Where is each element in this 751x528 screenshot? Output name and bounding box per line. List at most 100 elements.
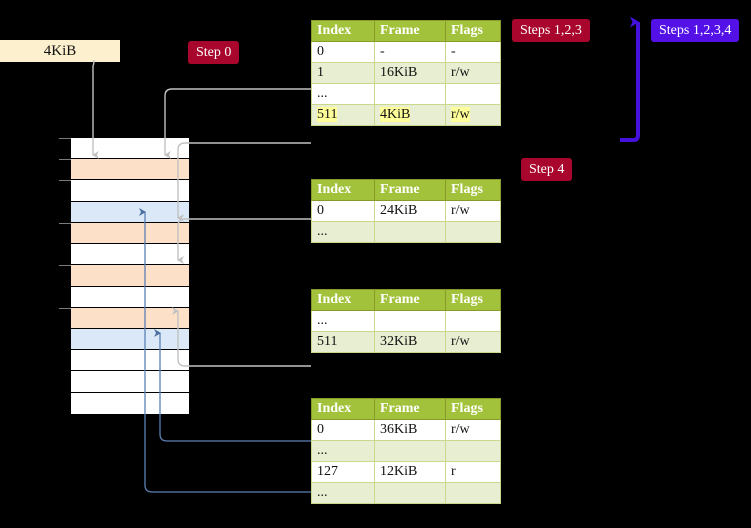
table-row: ... [311,440,501,462]
highlighted-value: 511 [317,107,338,122]
memory-frame-row [59,180,189,202]
memory-frame-tick [59,307,71,309]
column-header-flags: Flags [445,398,501,420]
table-cell [374,83,446,105]
step-4-badge: Step 4 [521,158,573,181]
table-row: ... [311,482,501,504]
arrow-t3-32kib-to-memory [172,307,311,367]
column-header-index: Index [311,20,375,42]
table-row: 511 4KiB r/w [311,104,501,126]
column-header-frame: Frame [374,179,446,201]
column-header-flags: Flags [445,20,501,42]
memory-frame-tick [59,180,71,182]
table-cell: 12KiB [374,461,446,483]
table-cell: ... [311,221,375,243]
table-cell: ... [311,482,375,504]
memory-frame-row [71,244,189,266]
table-cell: r/w [445,104,501,126]
table-cell [445,310,501,332]
table-cell: 0 [311,41,375,63]
steps-1234-badge: Steps 1,2,3,4 [651,19,740,42]
memory-frame-row [71,201,189,223]
table-cell [445,221,501,243]
column-header-flags: Flags [445,289,501,311]
column-header-index: Index [311,289,375,311]
memory-frame-row [71,392,189,414]
frame-size-label: 4KiB [0,40,120,62]
table-cell [374,221,446,243]
table-cell [374,482,446,504]
step-0-badge: Step 0 [188,41,240,64]
physical-memory-column [59,137,190,414]
arrow-t2-24kib-to-memory [177,218,311,264]
table-cell: 511 [311,331,375,353]
table-cell: r [445,461,501,483]
table-cell: 511 [311,104,375,126]
column-header-flags: Flags [445,179,501,201]
table-cell: 36KiB [374,419,446,441]
column-header-index: Index [311,179,375,201]
table-cell: ... [311,310,375,332]
memory-frame-row [59,307,189,329]
memory-frame-row [59,138,189,160]
memory-frame-row [71,350,189,372]
table-cell: 127 [311,461,375,483]
table-row: ... [311,221,501,243]
table-cell: 0 [311,200,375,222]
memory-frame-tick [59,138,71,139]
memory-frame-row [71,371,189,393]
table-cell: r/w [445,331,501,353]
table-cell [445,83,501,105]
arrow-t1-4kib-to-memory [177,142,311,222]
memory-frame-tick [59,159,71,161]
table-cell: ... [311,440,375,462]
column-header-frame: Frame [374,289,446,311]
table-cell: 1 [311,62,375,84]
table-cell: r/w [445,62,501,84]
table-cell: r/w [445,419,501,441]
table-cell: 24KiB [374,200,446,222]
table-cell: 16KiB [374,62,446,84]
table-cell [445,440,501,462]
table-cell: 32KiB [374,331,446,353]
highlighted-value: r/w [451,107,470,122]
memory-frame-row [59,265,189,287]
table-row: ... [311,83,501,105]
table-cell: - [445,41,501,63]
column-header-frame: Frame [374,20,446,42]
memory-frame-row [59,222,189,245]
table-cell [445,482,501,504]
column-header-frame: Frame [374,398,446,420]
memory-frame-row [71,328,189,351]
memory-frame-row [59,159,189,181]
memory-frame-row [71,286,189,308]
table-cell: r/w [445,200,501,222]
memory-frame-tick [59,265,71,267]
arrow-step4-loop [620,16,640,142]
table-cell: - [374,41,446,63]
table-cell [374,440,446,462]
table-cell [374,310,446,332]
steps-123-badge: Steps 1,2,3 [512,19,590,42]
highlighted-value: 4KiB [380,107,411,122]
table-cell: ... [311,83,375,105]
table-cell: 0 [311,419,375,441]
memory-frame-tick [59,222,71,224]
table-row: 0-- [311,41,501,63]
table-cell: 4KiB [374,104,446,126]
table-row: ... [311,310,501,332]
